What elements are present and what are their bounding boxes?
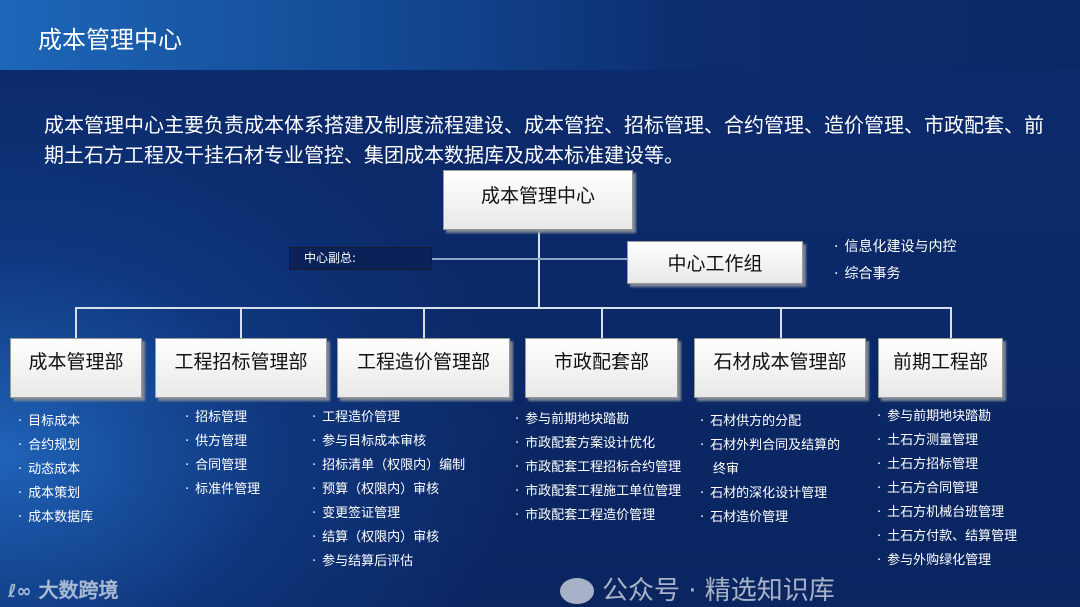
list-item: 参与结算后评估 — [312, 550, 465, 574]
list-item: 土石方合同管理 — [877, 477, 1017, 501]
list-item: 结算（权限内）审核 — [312, 526, 465, 550]
connector-dept — [780, 307, 782, 338]
dept-node-cost: 成本管理部 — [10, 338, 142, 398]
dept-list-tender: 招标管理 供方管理 合同管理 标准件管理 — [185, 406, 260, 502]
dept-node-pricing: 工程造价管理部 — [337, 338, 510, 398]
deputy-node: 中心副总: — [289, 247, 432, 270]
list-item: 参与前期地块踏勘 — [515, 408, 681, 432]
list-item: 标准件管理 — [185, 478, 260, 502]
connector-dept — [75, 307, 77, 338]
connector-horizontal — [75, 307, 951, 309]
list-item: 工程造价管理 — [312, 406, 465, 430]
dept-list-cost: 目标成本 合约规划 动态成本 成本策划 成本数据库 — [18, 410, 93, 530]
list-item: 成本数据库 — [18, 506, 93, 530]
root-node: 成本管理中心 — [443, 170, 633, 230]
logo-watermark: ℓ∞ 大数跨境 — [8, 574, 118, 603]
list-item: 石材造价管理 — [700, 506, 840, 530]
connector-dept — [601, 307, 603, 338]
list-item: 市政配套工程招标合约管理 — [515, 456, 681, 480]
list-item: 综合事务 — [834, 261, 956, 288]
list-item: 参与前期地块踏勘 — [877, 405, 1017, 429]
list-item: 合约规划 — [18, 434, 93, 458]
list-item: 目标成本 — [18, 410, 93, 434]
list-item: 市政配套工程造价管理 — [515, 504, 681, 528]
connector-vertical — [538, 230, 540, 308]
list-item: 参与外购绿化管理 — [877, 549, 1017, 573]
list-item: 变更签证管理 — [312, 502, 465, 526]
dept-list-municipal: 参与前期地块踏勘 市政配套方案设计优化 市政配套工程招标合约管理 市政配套工程施… — [515, 408, 681, 528]
connector-dept — [950, 307, 952, 338]
list-item-continuation: 终审 — [713, 462, 740, 477]
list-item: 合同管理 — [185, 454, 260, 478]
list-item: 动态成本 — [18, 458, 93, 482]
list-item: 成本策划 — [18, 482, 93, 506]
page-title: 成本管理中心 — [38, 26, 182, 54]
list-item: 石材外判合同及结算的 — [700, 434, 840, 458]
logo-text: 大数跨境 — [38, 578, 119, 602]
list-item: 市政配套方案设计优化 — [515, 432, 681, 456]
dept-list-early: 参与前期地块踏勘 土石方测量管理 土石方招标管理 土石方合同管理 土石方机械台班… — [877, 405, 1017, 573]
dept-list-stone: 石材供方的分配 石材外判合同及结算的 终审 石材的深化设计管理 石材造价管理 — [700, 410, 840, 530]
list-item: 招标清单（权限内）编制 — [312, 454, 465, 478]
list-item: 预算（权限内）审核 — [312, 478, 465, 502]
list-item: 供方管理 — [185, 430, 260, 454]
logo-icon: ℓ∞ — [8, 581, 32, 602]
wechat-text: 公众号 · 精选知识库 — [602, 576, 835, 606]
title-bar — [0, 0, 1080, 70]
list-item: 信息化建设与内控 — [834, 234, 956, 261]
dept-node-tender: 工程招标管理部 — [155, 338, 327, 398]
wechat-watermark: 公众号 · 精选知识库 — [560, 576, 835, 606]
list-item: 土石方测量管理 — [877, 429, 1017, 453]
wechat-icon — [560, 578, 594, 604]
connector-dept — [423, 307, 425, 338]
list-item: 参与目标成本审核 — [312, 430, 465, 454]
dept-node-early: 前期工程部 — [878, 338, 1003, 398]
list-item: 土石方招标管理 — [877, 453, 1017, 477]
dept-node-municipal: 市政配套部 — [525, 338, 678, 398]
dept-list-pricing: 工程造价管理 参与目标成本审核 招标清单（权限内）编制 预算（权限内）审核 变更… — [312, 406, 465, 574]
list-item: 市政配套工程施工单位管理 — [515, 480, 681, 504]
connector-dept — [240, 307, 242, 338]
list-item: 石材的深化设计管理 — [700, 482, 840, 506]
list-item: 土石方机械台班管理 — [877, 501, 1017, 525]
list-item: 石材供方的分配 — [700, 410, 840, 434]
intro-text: 成本管理中心主要负责成本体系搭建及制度流程建设、成本管控、招标管理、合约管理、造… — [44, 113, 1044, 167]
dept-node-stone: 石材成本管理部 — [694, 338, 866, 398]
list-item: 土石方付款、结算管理 — [877, 525, 1017, 549]
connector-deputy — [432, 258, 627, 260]
workgroup-list: 信息化建设与内控 综合事务 — [834, 234, 956, 288]
workgroup-node: 中心工作组 — [627, 241, 803, 284]
list-item: 招标管理 — [185, 406, 260, 430]
